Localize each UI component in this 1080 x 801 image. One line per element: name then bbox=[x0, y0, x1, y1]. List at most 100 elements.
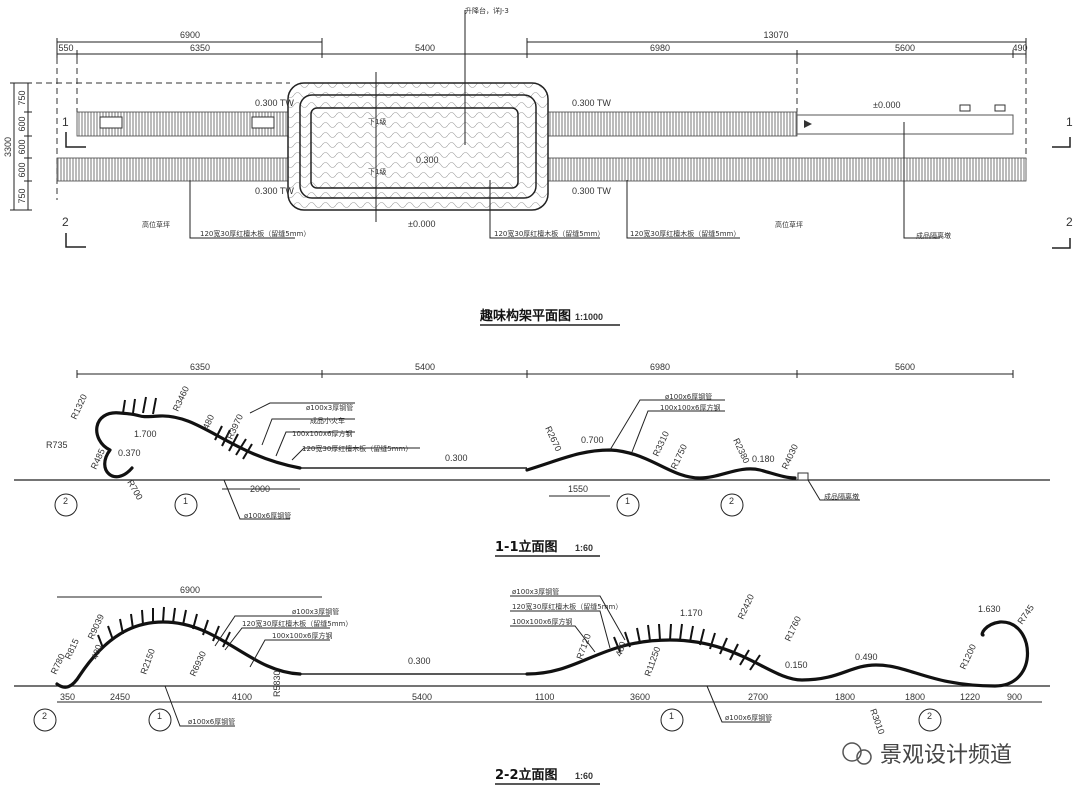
svg-text:1.170: 1.170 bbox=[680, 608, 703, 618]
svg-text:0.150: 0.150 bbox=[785, 660, 808, 670]
wave-slide bbox=[525, 448, 797, 480]
svg-text:R1750: R1750 bbox=[669, 443, 689, 471]
svg-text:景观设计频道: 景观设计频道 bbox=[880, 743, 1012, 768]
svg-text:480: 480 bbox=[201, 413, 216, 431]
outline-dashed bbox=[36, 58, 1027, 200]
elev2-dims: 350 2450 4100 5400 1100 3600 2700 1800 1… bbox=[60, 692, 1022, 702]
dim-550: 550 bbox=[58, 43, 73, 53]
section-marks: 1 2 1 2 bbox=[62, 115, 1073, 249]
svg-text:0.490: 0.490 bbox=[855, 652, 878, 662]
dim-600-a: 600 bbox=[17, 116, 27, 131]
elev1-radii: R1320 R3460 R3970 R735 R485 R700 R2670 R… bbox=[46, 385, 800, 502]
svg-text:R3010: R3010 bbox=[868, 707, 886, 735]
dim-6980: 6980 bbox=[650, 43, 670, 53]
deck-label: 120宽30厚红檀木板（留缝5mm） bbox=[630, 229, 740, 238]
svg-text:1: 1 bbox=[62, 115, 69, 129]
dim-5400: 5400 bbox=[415, 362, 435, 372]
svg-text:0.300: 0.300 bbox=[445, 453, 468, 463]
label-pipe: ø100x6厚钢管 bbox=[665, 392, 712, 401]
label-pipe: ø100x6厚钢管 bbox=[244, 511, 291, 520]
svg-text:R3460: R3460 bbox=[171, 385, 191, 413]
svg-text:1: 1 bbox=[157, 711, 162, 721]
svg-text:2: 2 bbox=[1066, 215, 1073, 229]
elev2-scale: 1:60 bbox=[575, 771, 593, 781]
svg-text:5400: 5400 bbox=[412, 692, 432, 702]
dim-600-c: 600 bbox=[17, 162, 27, 177]
svg-text:R735: R735 bbox=[46, 440, 68, 450]
dim-5400: 5400 bbox=[415, 43, 435, 53]
label-pipe: ø100x3厚钢管 bbox=[512, 587, 559, 596]
bollard-icon bbox=[959, 104, 971, 112]
svg-text:R2420: R2420 bbox=[736, 593, 756, 621]
level-label: ±0.000 bbox=[408, 219, 435, 229]
detail-refs: 2 1 1 2 bbox=[33, 708, 942, 732]
plan-scale: 1:1000 bbox=[575, 312, 603, 322]
elev2-title: 2-2立面图 bbox=[495, 767, 558, 783]
svg-text:3600: 3600 bbox=[630, 692, 650, 702]
svg-text:2700: 2700 bbox=[748, 692, 768, 702]
svg-text:2: 2 bbox=[62, 215, 69, 229]
svg-text:2: 2 bbox=[63, 496, 68, 506]
svg-text:R745: R745 bbox=[1015, 603, 1036, 626]
svg-text:0.180: 0.180 bbox=[752, 454, 775, 464]
elev2-levels: 0.300 1.170 0.150 0.490 1.630 480 480 bbox=[89, 604, 1000, 670]
deck-strip-2-right bbox=[526, 157, 1027, 182]
svg-text:2: 2 bbox=[927, 711, 932, 721]
elev1-title: 1-1立面图 bbox=[495, 539, 558, 555]
dim-600-b: 600 bbox=[17, 139, 27, 154]
level-label: 0.300 bbox=[416, 155, 439, 165]
level-label: 0.300 TW bbox=[572, 98, 611, 108]
dim-6980: 6980 bbox=[650, 362, 670, 372]
svg-text:R4030: R4030 bbox=[780, 443, 800, 471]
step-label: 下1级 bbox=[368, 167, 386, 176]
svg-text:R815: R815 bbox=[63, 637, 81, 661]
svg-text:1.630: 1.630 bbox=[978, 604, 1001, 614]
bollard-icon bbox=[994, 104, 1006, 112]
plan-dimensions: 6900 13070 550 6350 5400 6980 5600 490 7… bbox=[3, 30, 1028, 211]
svg-text:350: 350 bbox=[60, 692, 75, 702]
timber-ribs bbox=[97, 606, 761, 671]
svg-text:0.300: 0.300 bbox=[408, 656, 431, 666]
label-deck: 120宽30厚红檀木板（留缝5mm） bbox=[242, 619, 352, 628]
wechat-icon bbox=[856, 749, 872, 765]
deck-label: 120宽30厚红檀木板（留缝5mm） bbox=[200, 229, 310, 238]
level-label: 0.300 TW bbox=[255, 186, 294, 196]
svg-text:R1760: R1760 bbox=[783, 615, 803, 643]
label-pipe: ø100x6厚钢管 bbox=[725, 713, 772, 722]
label-pipe: ø100x3厚钢管 bbox=[306, 403, 353, 412]
lawn-label: 高位草坪 bbox=[775, 220, 803, 229]
deck-label: 120宽30厚红檀木板（留缝5mm） bbox=[494, 229, 604, 238]
dim-6900: 6900 bbox=[180, 585, 200, 595]
label-deck: 120宽30厚红檀木板（留缝5mm） bbox=[512, 602, 622, 611]
svg-text:R2670: R2670 bbox=[543, 425, 563, 453]
dim-6900: 6900 bbox=[180, 30, 200, 40]
label-steel: 100x100x6厚方钢 bbox=[292, 429, 352, 438]
svg-text:R9039: R9039 bbox=[86, 613, 106, 641]
step-label: 下1级 bbox=[368, 117, 386, 126]
leader-lines bbox=[189, 10, 940, 239]
dim-750-a: 750 bbox=[17, 90, 27, 105]
label-steel: 100x100x6厚方钢 bbox=[512, 617, 572, 626]
lawn-label: 高位草坪 bbox=[142, 220, 170, 229]
level-label: 0.300 TW bbox=[255, 98, 294, 108]
svg-text:1: 1 bbox=[669, 711, 674, 721]
deck-strip-1-right bbox=[526, 111, 798, 137]
svg-text:4100: 4100 bbox=[232, 692, 252, 702]
dim-2000: 2000 bbox=[250, 484, 270, 494]
watermark: 景观设计频道 bbox=[842, 742, 1012, 768]
dim-750-b: 750 bbox=[17, 188, 27, 203]
svg-text:R700: R700 bbox=[125, 478, 144, 502]
svg-text:R3970: R3970 bbox=[225, 413, 245, 441]
arrow-icon bbox=[804, 120, 812, 128]
train-icon bbox=[99, 116, 123, 129]
wechat-icon bbox=[842, 742, 862, 762]
svg-text:2: 2 bbox=[42, 711, 47, 721]
svg-text:480: 480 bbox=[89, 643, 104, 661]
train-icon bbox=[251, 116, 275, 129]
svg-text:900: 900 bbox=[1007, 692, 1022, 702]
svg-text:0.700: 0.700 bbox=[581, 435, 604, 445]
deck-strip-2-left bbox=[56, 157, 311, 182]
svg-text:R2380: R2380 bbox=[731, 437, 751, 465]
dim-13070: 13070 bbox=[763, 30, 788, 40]
